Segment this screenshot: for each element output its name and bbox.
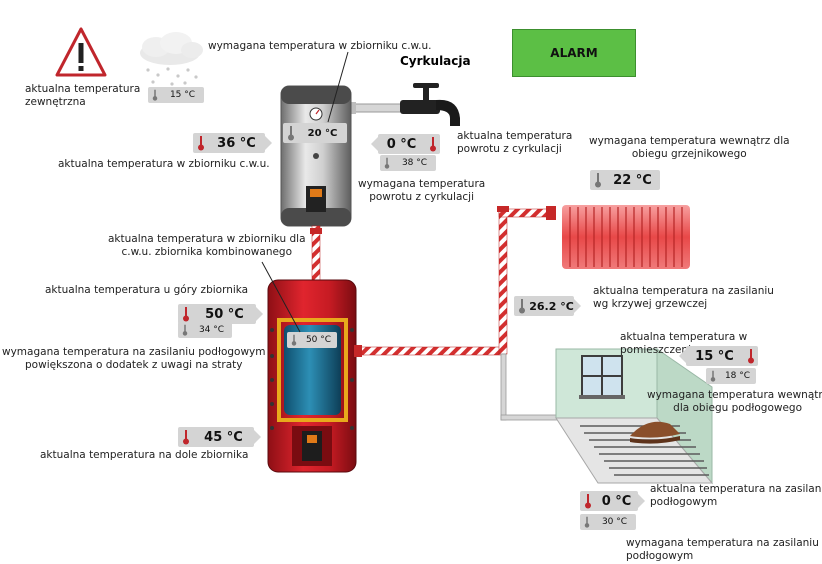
dhw-tank — [280, 85, 352, 227]
value-tank-top-actual: 50 °C — [178, 304, 263, 324]
value-outdoor: 15 °C — [148, 87, 204, 103]
value-circ-return-actual-text: 0 °C — [386, 136, 417, 152]
thermometer-icon — [430, 137, 436, 152]
value-room-actual-text: 15 °C — [695, 348, 734, 364]
thermometer-icon — [384, 157, 390, 169]
label-circ-return-actual: aktualna temperatura powrotu z cyrkulacj… — [457, 130, 573, 155]
label-floor-indoor-required: wymagana temperatura wewnątrz dla obiegu… — [647, 389, 822, 414]
faucet-icon — [400, 83, 460, 126]
value-radiator-supply-actual: 26.2 °C — [514, 296, 581, 316]
value-tank-bottom-actual: 45 °C — [178, 427, 261, 447]
value-heating-indoor-required-text: 22 °C — [613, 172, 652, 188]
thermometer-icon — [183, 307, 189, 322]
value-floor-supply-actual-text: 0 °C — [601, 493, 632, 509]
label-heating-indoor-required: wymagana temperatura wewnątrz dla obiegu… — [589, 135, 790, 160]
value-heating-indoor-required: 22 °C — [590, 170, 660, 190]
label-dhw-actual: aktualna temperatura w zbiorniku c.w.u. — [58, 158, 270, 170]
value-floor-indoor-required: 18 °C — [706, 368, 756, 384]
thermometer-icon — [585, 494, 591, 509]
value-floor-supply-required: 30 °C — [580, 514, 636, 530]
window-icon — [579, 355, 625, 399]
room — [555, 348, 714, 485]
value-floor-supply-required-text: 30 °C — [601, 517, 628, 527]
value-dhw-actual-text: 36 °C — [217, 135, 256, 151]
thermometer-icon — [710, 370, 716, 382]
thermometer-icon — [182, 324, 188, 336]
label-outdoor-actual: aktualna temperatura zewnętrzna — [25, 83, 141, 108]
value-radiator-supply-actual-text: 26.2 °C — [529, 299, 574, 313]
label-tank-bottom-actual: aktualna temperatura na dole zbiornika — [40, 449, 249, 461]
value-circ-return-actual: 0 °C — [371, 134, 440, 154]
value-dhw-required-text: 20 °C — [307, 127, 338, 139]
thermometer-icon — [198, 136, 204, 151]
value-combo-dhw-actual: 50 °C — [287, 332, 337, 348]
value-outdoor-text: 15 °C — [169, 90, 196, 100]
thermometer-icon — [152, 89, 158, 101]
value-dhw-actual: 36 °C — [193, 133, 272, 153]
radiator-icon — [562, 205, 690, 269]
alarm-button[interactable]: ALARM — [512, 29, 636, 77]
thermometer-icon — [519, 299, 525, 314]
value-floor-supply-required-tank-text: 34 °C — [198, 325, 225, 335]
value-circ-return-required-text: 38 °C — [401, 158, 428, 168]
label-combo-dhw-actual: aktualna temperatura w zbiorniku dla c.w… — [108, 233, 306, 258]
label-floor-supply-actual: aktualna temperatura na zasilaniu podłog… — [650, 483, 822, 508]
value-tank-top-actual-text: 50 °C — [205, 306, 244, 322]
label-floor-supply-required: wymagana temperatura na zasilaniu podłog… — [626, 537, 819, 562]
label-dhw-required: wymagana temperatura w zbiorniku c.w.u. — [208, 40, 432, 52]
label-floor-supply-required-tank: wymagana temperatura na zasilaniu podłog… — [2, 346, 266, 371]
label-room-actual: aktualna temperatura w pomieszczeniu — [620, 331, 748, 356]
combined-tank — [267, 279, 357, 473]
thermometer-icon — [288, 126, 294, 141]
value-dhw-required: 20 °C — [283, 123, 347, 143]
thermometer-icon — [595, 173, 601, 188]
circulation-title: Cyrkulacja — [400, 54, 471, 68]
label-radiator-supply-actual: aktualna temperatura na zasilaniu wg krz… — [593, 285, 774, 310]
warning-icon — [55, 27, 107, 77]
value-tank-bottom-actual-text: 45 °C — [204, 429, 243, 445]
value-floor-indoor-required-text: 18 °C — [724, 371, 751, 381]
thermometer-icon — [748, 349, 754, 364]
value-room-actual: 15 °C — [679, 346, 758, 366]
thermometer-icon — [584, 516, 590, 528]
thermometer-icon — [183, 430, 189, 445]
value-combo-dhw-actual-text: 50 °C — [305, 335, 332, 345]
snow-cloud-icon — [140, 32, 203, 86]
thermometer-icon — [291, 334, 297, 346]
label-tank-top-actual: aktualna temperatura u góry zbiornika — [45, 284, 249, 296]
value-floor-supply-actual: 0 °C — [580, 491, 645, 511]
label-circ-return-required: wymagana temperatura powrotu z cyrkulacj… — [358, 178, 486, 203]
value-circ-return-required: 38 °C — [380, 155, 436, 171]
value-floor-supply-required-tank: 34 °C — [178, 322, 232, 338]
